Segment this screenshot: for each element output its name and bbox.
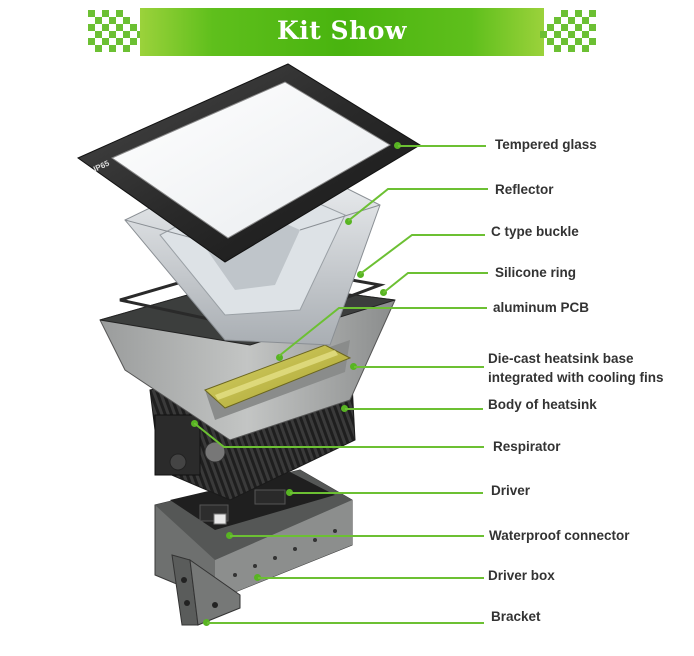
label-waterproof-connector: Waterproof connector [489,528,630,543]
callout-line-tempered-glass [398,145,486,147]
callout-line-aluminum-pcb [279,307,487,357]
label-driver: Driver [491,483,531,498]
callout-dot-body-of-heatsink [341,405,348,412]
callout-dot-waterproof-connector [226,532,233,539]
callout-dot-bracket [203,619,210,626]
checker-pattern-right [540,10,596,52]
banner-bar [140,8,544,56]
label-respirator: Respirator [493,439,561,454]
kit-show-banner: Kit Show [82,8,602,56]
driver-shape [170,472,335,530]
callout-line-die-cast-heatsink-base [354,366,484,368]
callout-line-waterproof-connector [230,535,484,537]
callout-dot-die-cast-heatsink-base [350,363,357,370]
label-die-cast-heatsink-base-line2: integrated with cooling fins [488,370,664,385]
callout-dot-aluminum-pcb [276,354,283,361]
banner-title: Kit Show [277,16,407,45]
label-die-cast-heatsink-base: Die-cast heatsink base integrated with c… [488,349,664,387]
callout-line-driver-box [258,577,484,579]
exploded-floodlight-illustration: IP65 [76,63,421,626]
bracket-shape [171,554,241,626]
callout-line-respirator [194,423,484,448]
label-die-cast-heatsink-base-line1: Die-cast heatsink base [488,351,634,366]
label-reflector: Reflector [495,182,554,197]
label-body-of-heatsink: Body of heatsink [488,397,597,412]
label-aluminum-pcb: aluminum PCB [493,300,590,315]
label-driver-box: Driver box [488,568,555,583]
callout-line-body-of-heatsink [345,408,483,410]
label-bracket: Bracket [491,609,541,624]
label-silicone-ring: Silicone ring [495,265,577,280]
label-tempered-glass: Tempered glass [495,137,597,152]
callout-dot-driver [286,489,293,496]
callout-line-driver [290,492,483,494]
callout-line-silicone-ring [383,272,488,294]
callout-dot-driver-box [254,574,261,581]
callout-line-bracket [207,622,484,624]
callout-line-c-type-buckle [360,234,485,275]
callout-line-reflector [348,188,488,222]
callout-dot-tempered-glass [394,142,401,149]
label-c-type-buckle: C type buckle [491,224,579,239]
